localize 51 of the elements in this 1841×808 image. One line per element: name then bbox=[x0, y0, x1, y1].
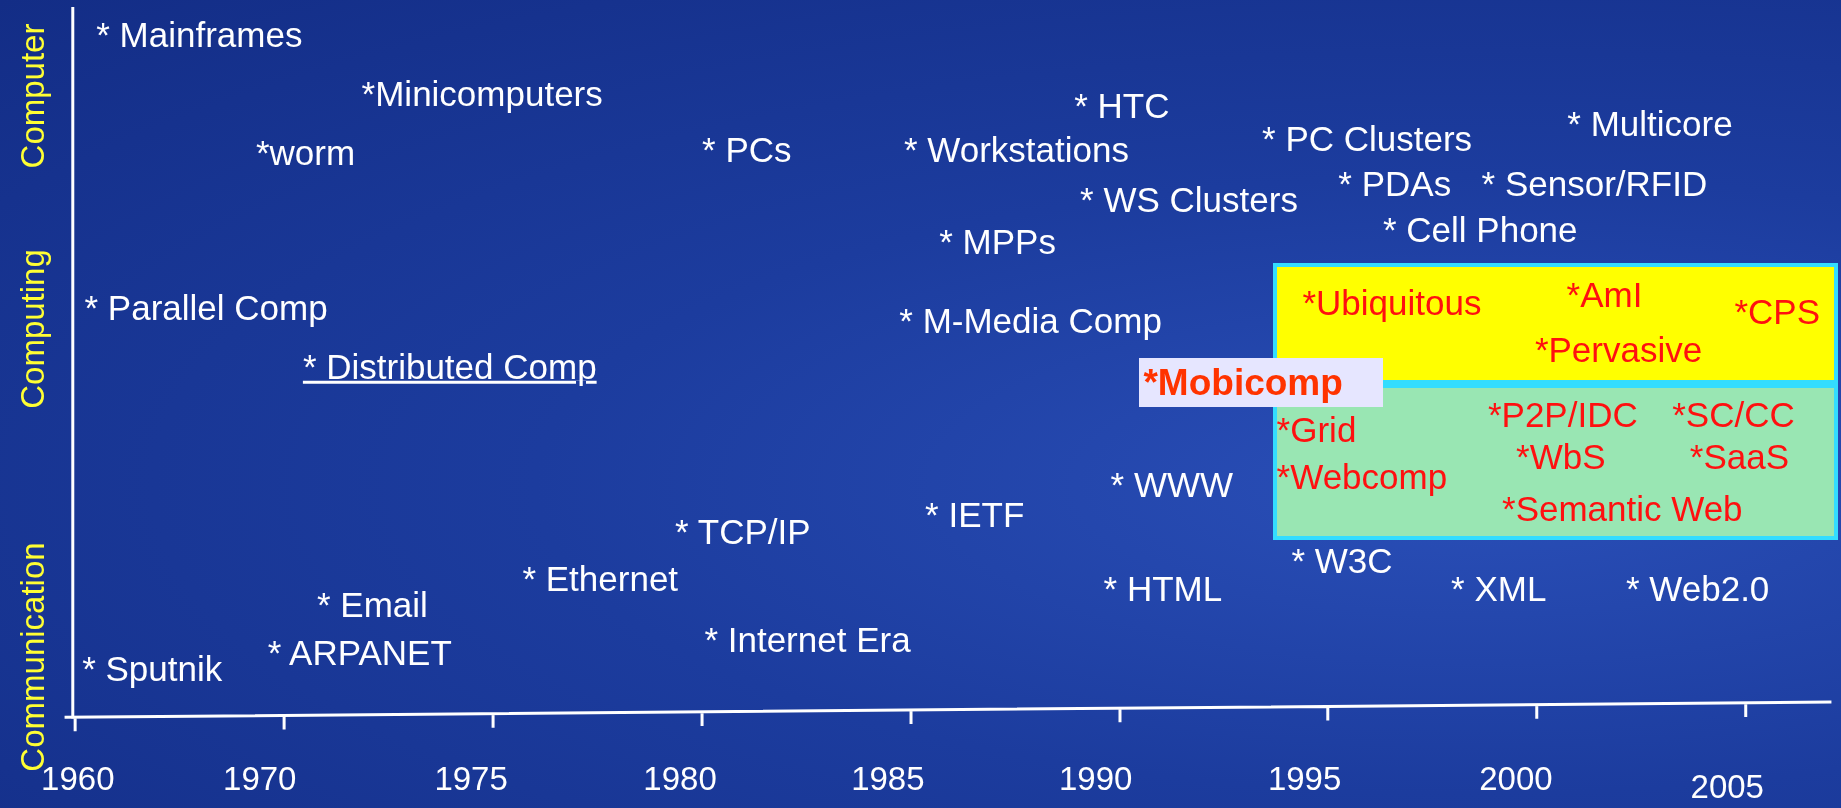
timeline-entry: * WWW bbox=[1110, 465, 1234, 505]
timeline-entry: * Cell Phone bbox=[1382, 210, 1578, 250]
timeline-entry: * M-Media Comp bbox=[899, 301, 1162, 340]
technology-label: *Pervasive bbox=[1534, 331, 1703, 370]
timeline-entry: * TCP/IP bbox=[675, 512, 811, 552]
axis-tick-label: 1985 bbox=[851, 760, 925, 798]
timeline-entry: * ARPANET bbox=[267, 633, 452, 672]
axis-tick-label: 2000 bbox=[1479, 760, 1553, 798]
timeline-entry: * MPPs bbox=[939, 222, 1056, 262]
timeline-entry: * Email bbox=[316, 585, 428, 624]
technology-label: *Semantic Web bbox=[1502, 489, 1743, 529]
timeline-entry: * Web2.0 bbox=[1626, 570, 1770, 609]
technology-label: *SC/CC bbox=[1672, 395, 1795, 435]
timeline-entry: * Ethernet bbox=[522, 559, 679, 599]
timeline-entry: * Parallel Comp bbox=[84, 288, 328, 327]
timeline-entry: * Workstations bbox=[903, 131, 1129, 170]
axis-tick-label: 2005 bbox=[1690, 768, 1764, 806]
timeline-entry: * Sensor/RFID bbox=[1481, 165, 1708, 204]
technology-label: *P2P/IDC bbox=[1487, 395, 1638, 435]
timeline-entry: * PDAs bbox=[1338, 165, 1452, 204]
axis-tick-label: 1980 bbox=[643, 760, 717, 798]
timeline-entry: * PC Clusters bbox=[1262, 119, 1473, 158]
timeline-entry: * Multicore bbox=[1567, 105, 1733, 144]
technology-label: *SaaS bbox=[1689, 437, 1790, 477]
timeline-entry: * W3C bbox=[1291, 541, 1393, 581]
technology-label: *CPS bbox=[1734, 292, 1821, 331]
timeline-entry: *worm bbox=[255, 133, 356, 172]
technology-label: *Mobicomp bbox=[1143, 362, 1343, 404]
technology-label: *AmI bbox=[1566, 275, 1643, 315]
axis-title: Computer bbox=[14, 23, 51, 169]
timeline-entry: * Mainframes bbox=[96, 15, 303, 55]
highlight-box bbox=[1138, 358, 1383, 408]
technology-label: *Ubiquitous bbox=[1302, 284, 1482, 323]
timeline-entry: * PCs bbox=[702, 131, 792, 170]
axis-tick-label: 1970 bbox=[223, 760, 297, 798]
timeline-entry: *Minicomputers bbox=[361, 74, 603, 114]
technology-label: *Webcomp bbox=[1276, 457, 1448, 497]
timeline-entry: * Distributed Comp bbox=[302, 348, 597, 387]
axis-tick-label: 1975 bbox=[434, 760, 508, 798]
timeline-entry: * WS Clusters bbox=[1080, 180, 1298, 219]
axis-tick-label: 1990 bbox=[1058, 760, 1133, 798]
timeline-entry: * HTC bbox=[1074, 86, 1170, 125]
axis-tick-label: 1995 bbox=[1267, 760, 1342, 798]
timeline-entry: * IETF bbox=[925, 496, 1025, 535]
technology-label: *WbS bbox=[1516, 437, 1606, 477]
timeline-entry: * Internet Era bbox=[704, 620, 911, 660]
technology-label: *Grid bbox=[1276, 410, 1357, 450]
timeline-entry: * Sputnik bbox=[82, 649, 223, 689]
axis-title: Computing bbox=[14, 248, 51, 409]
timeline-entry: * XML bbox=[1451, 570, 1547, 609]
timeline-entry: * HTML bbox=[1103, 570, 1223, 609]
